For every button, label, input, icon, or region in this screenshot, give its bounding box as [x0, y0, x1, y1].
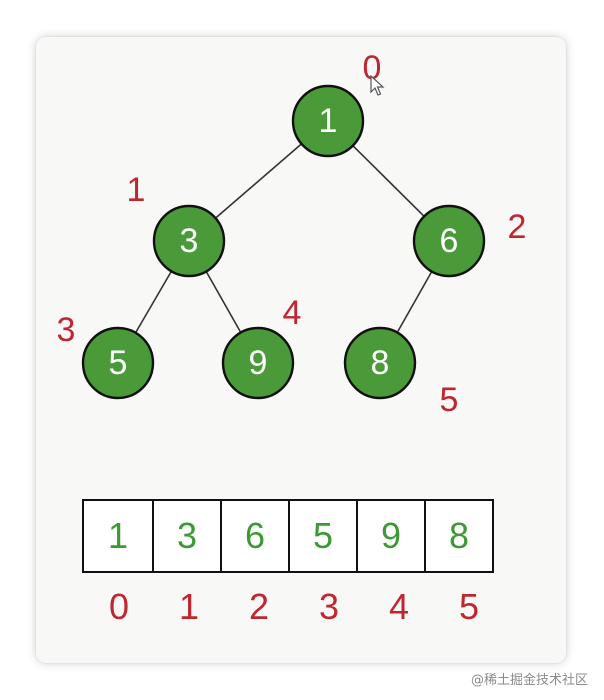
tree-node-index: 2: [508, 208, 527, 246]
heap-array: 1 3 6 5 9 8: [82, 499, 494, 573]
tree-edge: [134, 270, 173, 334]
tree-node-circle: [291, 84, 365, 158]
tree-node-circle: [343, 326, 417, 400]
array-cell: 3: [152, 501, 220, 571]
array-index-label: 1: [178, 586, 200, 627]
tree-node-index: 0: [363, 49, 382, 87]
tree-node-circle: [81, 326, 155, 400]
array-index-label: 5: [458, 586, 480, 627]
array-cell: 6: [220, 501, 288, 571]
array-cell: 1: [107, 515, 129, 556]
array-index-row: 0 1 2 3 4 5: [84, 586, 504, 628]
tree-node-index: 4: [283, 294, 302, 332]
array-index-label: 2: [248, 586, 270, 627]
tree-node-value: 6: [440, 222, 459, 260]
tree-node-value: 9: [249, 344, 268, 382]
tree-node: 5: [81, 326, 155, 400]
tree-node-index: 1: [127, 171, 146, 209]
tree-edge: [352, 145, 425, 217]
tree-node-value: 5: [109, 344, 128, 382]
array-index-label: 3: [318, 586, 340, 627]
array-cell: 8: [424, 501, 492, 571]
tree-node-index: 3: [57, 311, 76, 349]
tree-node-value: 3: [180, 222, 199, 260]
tree-edge: [396, 271, 433, 333]
tree-node: 1: [291, 84, 365, 158]
tree-edge: [205, 271, 242, 333]
tree-node: 8: [343, 326, 417, 400]
tree-node-circle: [152, 204, 226, 278]
array-index-label: 0: [108, 586, 130, 627]
array-index-label: 4: [388, 586, 410, 627]
tree-node-value: 1: [319, 102, 338, 140]
tree-node-circle: [412, 204, 486, 278]
array-cell: 9: [356, 501, 424, 571]
tree-node: 3: [152, 204, 226, 278]
tree-node-circle: [221, 326, 295, 400]
array-cell: 5: [288, 501, 356, 571]
tree-node: 9: [221, 326, 295, 400]
tree-edge: [214, 143, 303, 219]
mouse-cursor-icon: [370, 75, 385, 96]
watermark-text: @稀土掘金技术社区: [470, 673, 588, 688]
tree-node-index: 5: [440, 381, 459, 419]
tree-node-value: 8: [371, 344, 390, 382]
tree-node: 6: [412, 204, 486, 278]
